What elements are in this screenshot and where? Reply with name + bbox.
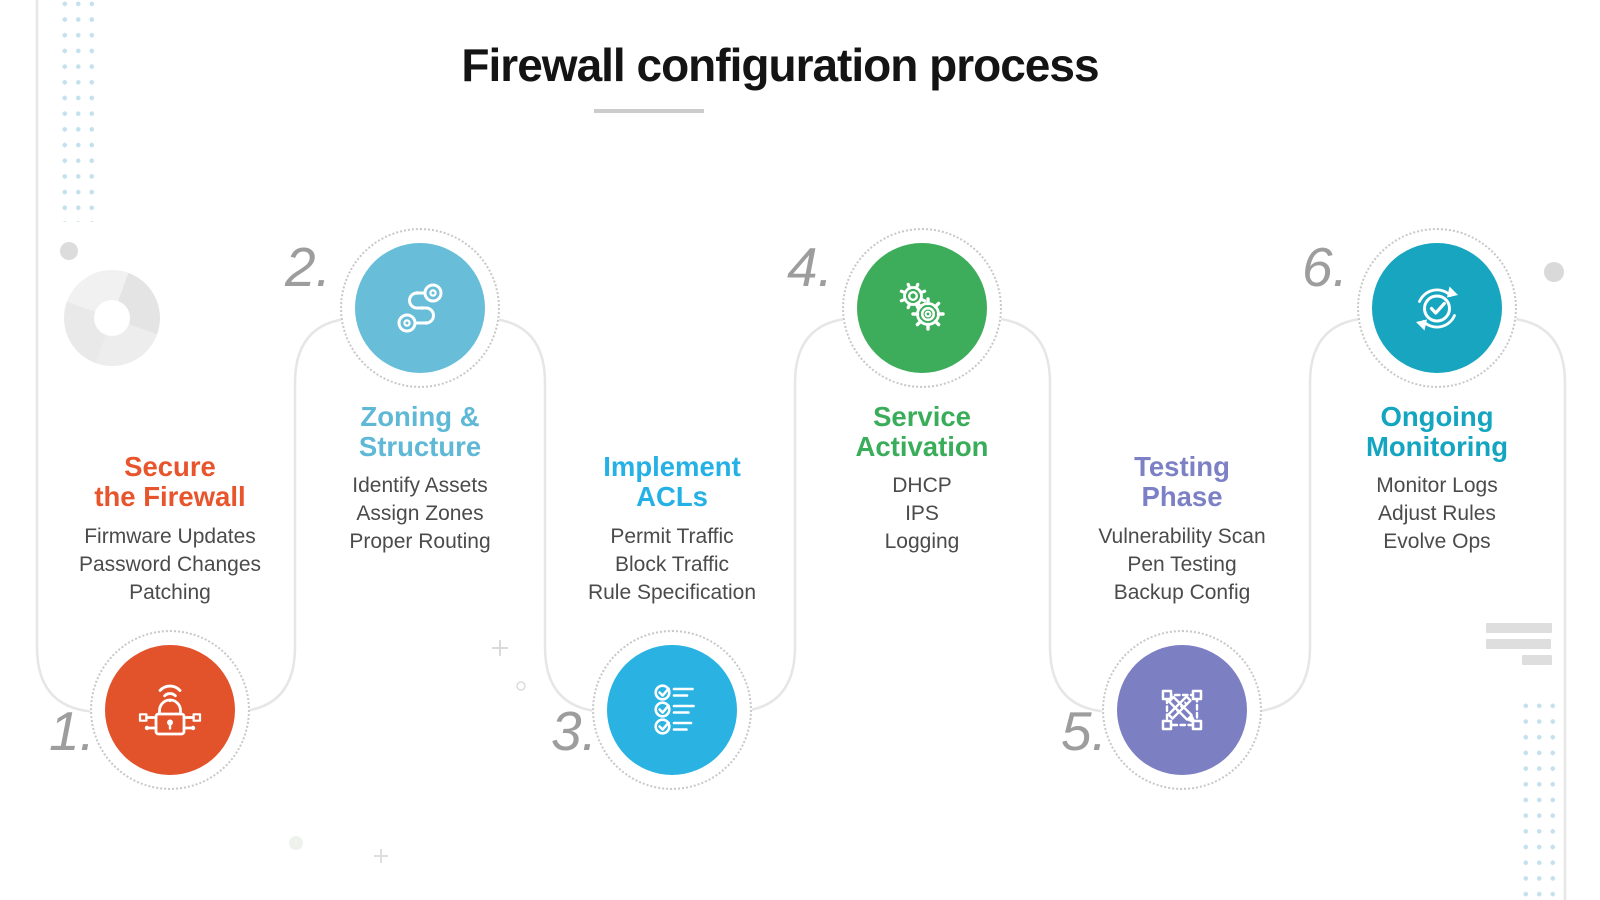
step-number: 1. <box>49 700 95 762</box>
heading-line: Structure <box>358 431 482 462</box>
bar-decoration <box>1486 639 1551 649</box>
heading-line: Zoning & <box>360 401 480 432</box>
heading-line: Service <box>873 401 971 432</box>
route-icon <box>397 283 443 333</box>
step-item: Backup Config <box>1113 581 1251 604</box>
step-heading: Ongoing Monitoring <box>1312 402 1562 462</box>
step-number: 5. <box>1061 700 1107 762</box>
donut-decoration <box>64 270 160 366</box>
step-6-ongoing-monitoring: 6. Ongoing Monitoring Monitor Logs Adjus… <box>1302 0 1562 900</box>
step-items: Permit Traffic Block Traffic Rule Specif… <box>537 523 807 607</box>
step-items: Firmware Updates Password Changes Patchi… <box>35 523 305 607</box>
step-circle <box>355 243 485 373</box>
step-circle <box>1117 645 1247 775</box>
step-heading: Service Activation <box>797 402 1047 462</box>
step-circle <box>105 645 235 775</box>
step-item: Firmware Updates <box>84 525 256 548</box>
step-5-testing-phase: 5. Testing Phase Vulnerability Scan Pen … <box>1057 0 1307 900</box>
step-1-secure-the-firewall: 1. Secure the Firewall Firmware Updates … <box>45 0 295 900</box>
step-number: 2. <box>285 236 331 298</box>
title-underline <box>594 109 704 113</box>
step-item: Adjust Rules <box>1378 502 1496 525</box>
step-item: Vulnerability Scan <box>1098 525 1266 548</box>
refresh-check-icon <box>1416 286 1458 331</box>
gray-dot-decoration <box>1544 262 1564 282</box>
step-item: Password Changes <box>78 553 262 576</box>
step-item: Identify Assets <box>352 474 488 497</box>
step-heading: Testing Phase <box>1057 452 1307 512</box>
heading-line: Testing <box>1134 451 1230 482</box>
gears-icon <box>899 282 945 331</box>
page-title: Firewall configuration process <box>461 39 1099 91</box>
bar-decoration <box>1522 655 1552 665</box>
step-circle <box>857 243 987 373</box>
heading-line: Activation <box>855 431 989 462</box>
step-items: DHCP IPS Logging <box>787 472 1057 556</box>
checklist-icon <box>654 684 695 735</box>
smart-lock-icon <box>138 684 202 736</box>
step-items: Identify Assets Assign Zones Proper Rout… <box>285 472 555 556</box>
step-item: Permit Traffic <box>610 525 734 548</box>
step-number: 3. <box>551 700 597 762</box>
step-item: IPS <box>905 502 939 525</box>
heading-line: ACLs <box>636 481 708 512</box>
step-item: Pen Testing <box>1127 553 1237 576</box>
heading-line: Secure <box>124 451 216 482</box>
heading-line: Implement <box>603 451 741 482</box>
step-item: Patching <box>129 581 211 604</box>
dot-grid-bottom-right <box>1519 698 1561 900</box>
bar-decoration <box>1486 623 1552 633</box>
plus-decoration <box>374 849 388 863</box>
step-item: DHCP <box>892 474 952 497</box>
step-item: Block Traffic <box>615 553 729 576</box>
step-2-zoning-structure: 2. Zoning & Structure Identify Assets As… <box>285 0 545 900</box>
step-item: Monitor Logs <box>1376 474 1498 497</box>
step-heading: Zoning & Structure <box>295 402 545 462</box>
step-number: 6. <box>1302 236 1348 298</box>
step-number: 4. <box>787 236 833 298</box>
step-heading: Implement ACLs <box>547 452 797 512</box>
step-4-service-activation: 4. Service Activation DHCP IPS Logging <box>787 0 1047 900</box>
heading-line: Ongoing <box>1380 401 1494 432</box>
step-item: Logging <box>884 530 960 553</box>
step-item: Rule Specification <box>587 581 757 604</box>
heading-line: Phase <box>1141 481 1223 512</box>
step-item: Assign Zones <box>356 502 484 525</box>
heading-line: the Firewall <box>94 481 246 512</box>
plus-decoration <box>492 640 508 656</box>
design-plan-icon <box>1161 689 1203 731</box>
circle-decoration <box>516 681 526 691</box>
faint-dot-decoration <box>289 836 303 850</box>
gray-dot-decoration <box>60 242 78 260</box>
dot-grid-top-left <box>58 0 100 222</box>
step-items: Vulnerability Scan Pen Testing Backup Co… <box>1047 523 1317 607</box>
step-3-implement-acls: 3. Implement ACLs Permit Traffic Block T… <box>547 0 797 900</box>
step-heading: Secure the Firewall <box>45 452 295 512</box>
step-item: Proper Routing <box>349 530 491 553</box>
step-circle <box>1372 243 1502 373</box>
step-items: Monitor Logs Adjust Rules Evolve Ops <box>1302 472 1572 556</box>
heading-line: Monitoring <box>1365 431 1509 462</box>
step-circle <box>607 645 737 775</box>
step-item: Evolve Ops <box>1383 530 1491 553</box>
